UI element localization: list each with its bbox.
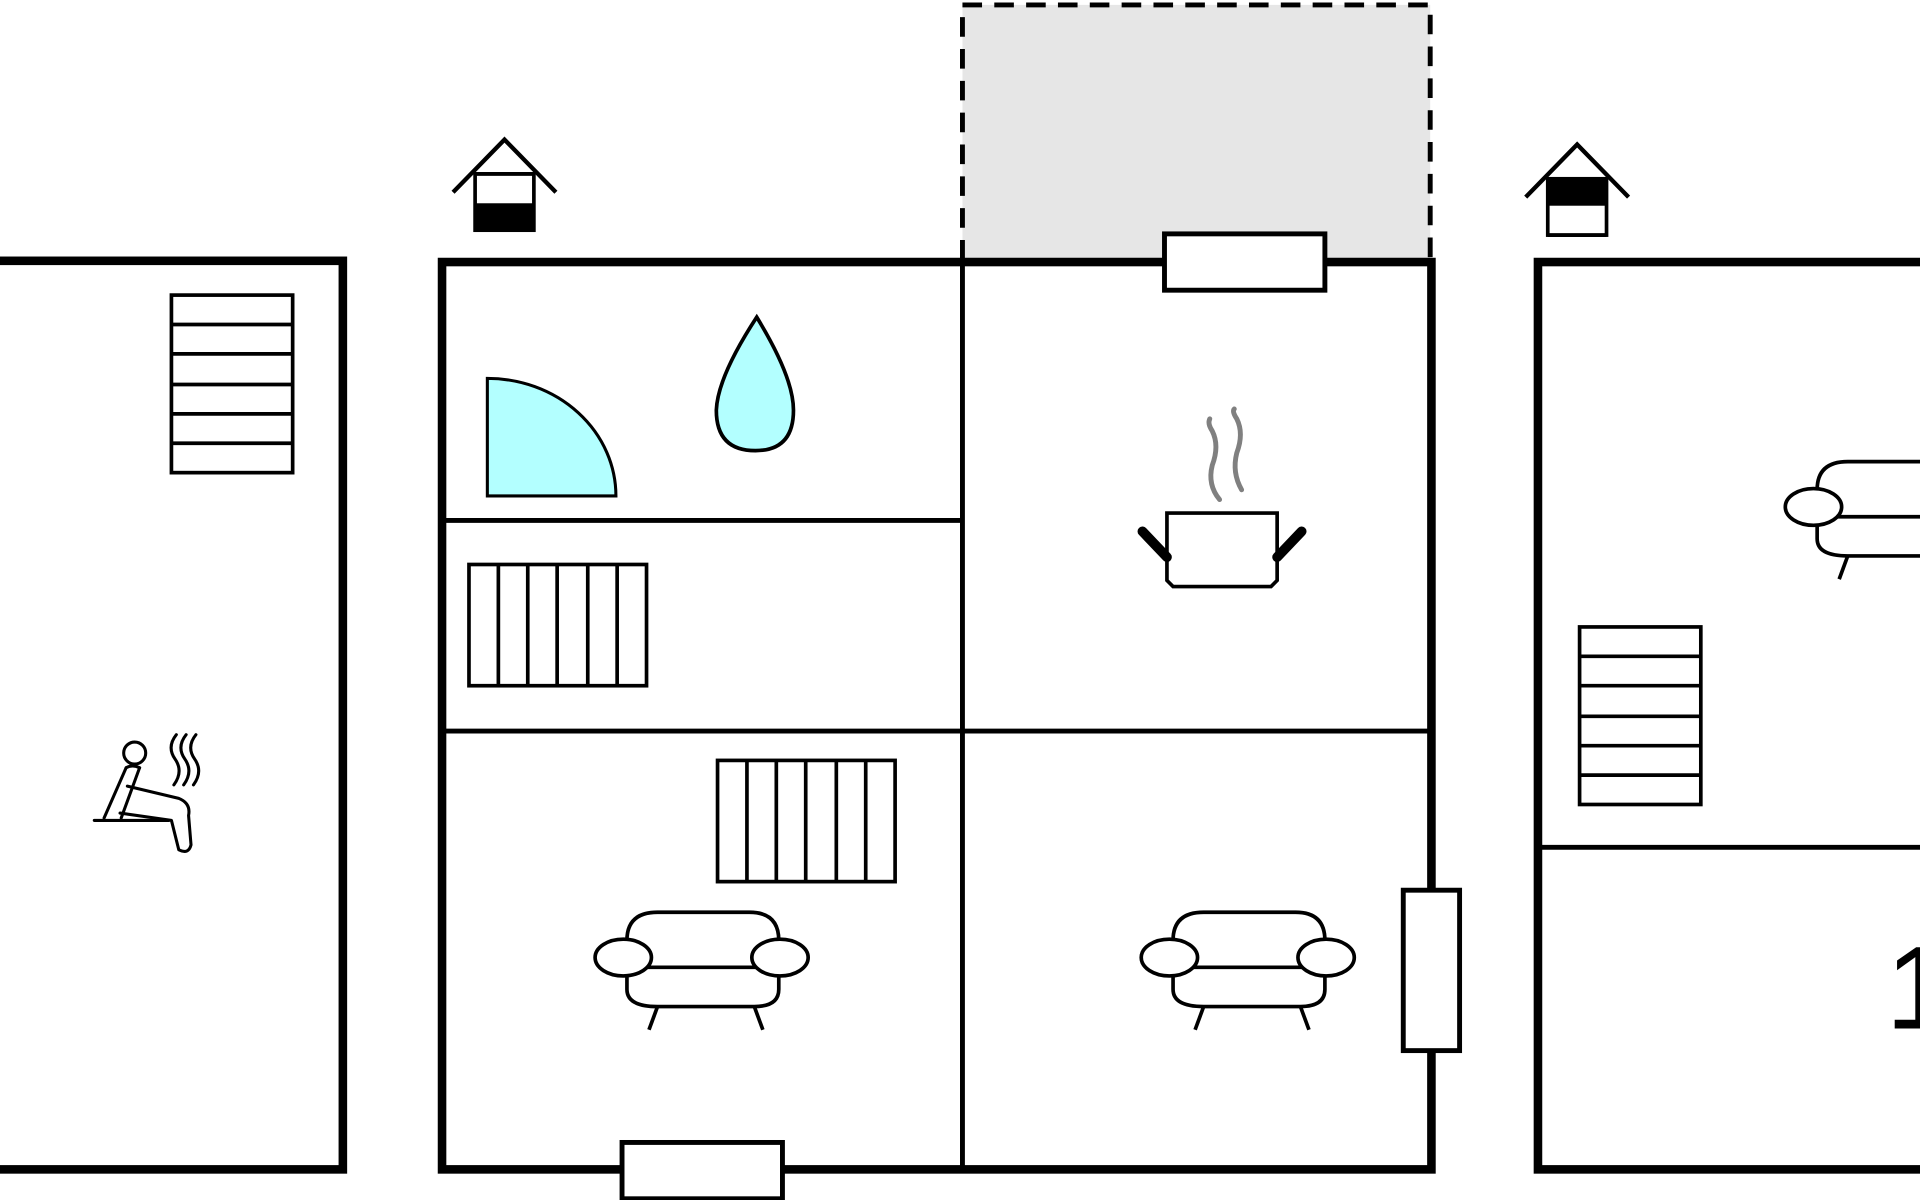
radiator-icon xyxy=(467,562,649,688)
window-icon xyxy=(619,1140,785,1200)
roof-window-icon xyxy=(451,136,558,233)
left-building xyxy=(0,256,348,1174)
roof-window-icon xyxy=(1524,141,1631,237)
sofa-icon xyxy=(1139,910,1357,1031)
radiator-icon xyxy=(715,758,897,884)
sofa-icon xyxy=(1783,459,1920,580)
covered-terrace xyxy=(960,2,1433,260)
water-drop-icon xyxy=(714,313,796,453)
window-icon xyxy=(1400,887,1463,1054)
stairs-icon xyxy=(1577,625,1703,807)
stairs-icon xyxy=(169,293,295,475)
main-building xyxy=(437,231,1463,1200)
shower-icon xyxy=(485,376,618,498)
sofa-icon xyxy=(593,910,810,1031)
room-number-label: 1 xyxy=(1886,923,1920,1054)
sauna-icon xyxy=(92,733,201,853)
right-building: 1 xyxy=(1533,257,1920,1174)
window-icon xyxy=(1162,231,1328,293)
cooking-pot-icon xyxy=(1137,406,1307,589)
